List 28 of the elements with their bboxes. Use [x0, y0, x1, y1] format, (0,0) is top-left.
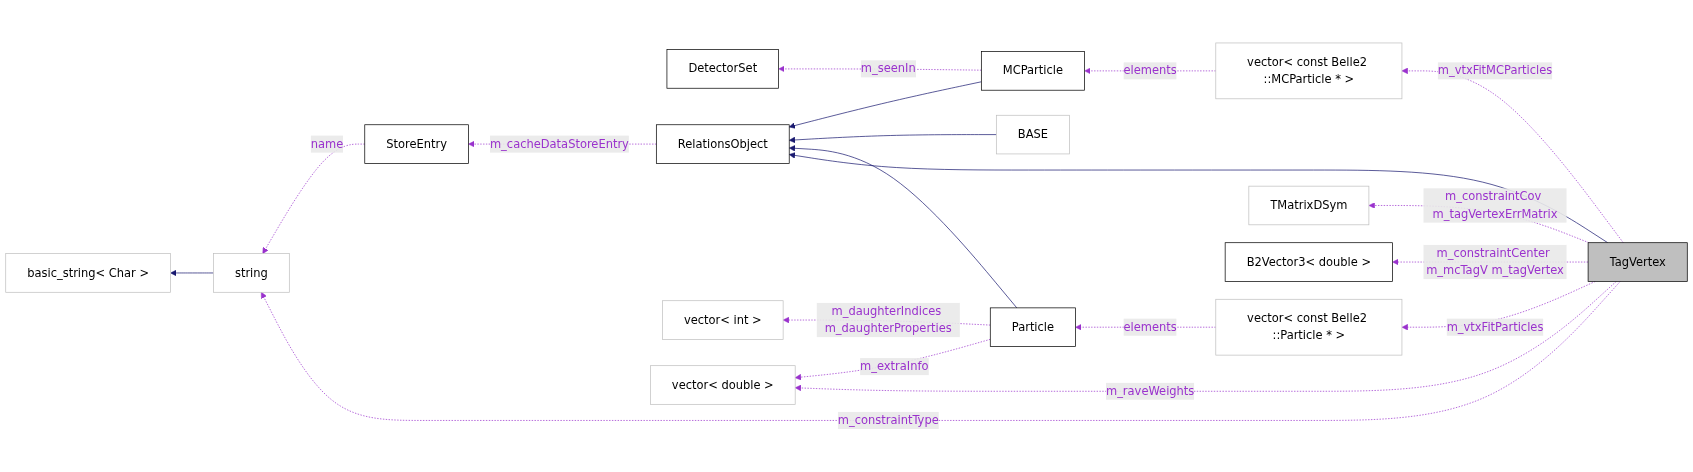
edge-label: m_extraInfo	[860, 359, 929, 374]
node-box: Particle	[989, 307, 1076, 347]
node-box: vector< double >	[650, 365, 796, 405]
node-box: B2Vector3< double >	[1224, 242, 1393, 282]
edge-label: m_raveWeights	[1105, 384, 1195, 398]
node-box: StoreEntry	[364, 124, 469, 164]
edge-label: elements	[1123, 320, 1177, 334]
edge-label: m_vtxFitMCParticles	[1437, 63, 1553, 78]
node-box: MCParticle	[981, 51, 1085, 91]
edge-label: name	[310, 136, 344, 151]
edge-label: elements	[1123, 63, 1177, 78]
node-box: TMatrixDSym	[1248, 185, 1370, 226]
node-box: BASE	[996, 114, 1070, 155]
node-box: basic_string< Char >	[5, 253, 171, 293]
node-box: vector< const Belle2 ::Particle * >	[1215, 298, 1403, 356]
edge-label: m_constraintCenter m_mcTagV m_tagVertex	[1426, 246, 1564, 278]
node-box: vector< int >	[662, 300, 784, 340]
edge-label: m_daughterIndices m_daughterProperties	[824, 304, 952, 336]
node-box: vector< const Belle2 ::MCParticle * >	[1215, 42, 1403, 100]
node-box: TagVertex	[1587, 242, 1688, 282]
edge-label: m_cacheDataStoreEntry	[489, 136, 629, 151]
edge-label: m_seenIn	[860, 61, 916, 76]
node-box: DetectorSet	[666, 49, 779, 89]
edge-label: m_constraintType	[837, 413, 939, 427]
edge-label: m_vtxFitParticles	[1446, 320, 1544, 334]
node-box: RelationsObject	[655, 124, 790, 164]
node-box: string	[213, 253, 290, 293]
edge-label: m_constraintCov m_tagVertexErrMatrix	[1432, 189, 1558, 221]
